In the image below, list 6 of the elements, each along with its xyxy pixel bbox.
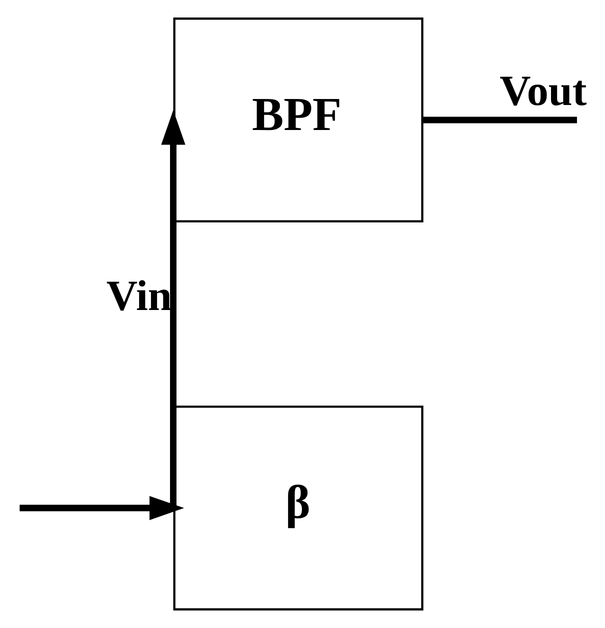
node-box: BPF xyxy=(173,18,424,222)
node-box: β xyxy=(173,406,424,610)
arrow xyxy=(20,496,184,520)
edge-label: Vout xyxy=(500,68,587,115)
arrow xyxy=(150,110,186,520)
connector xyxy=(422,116,577,124)
